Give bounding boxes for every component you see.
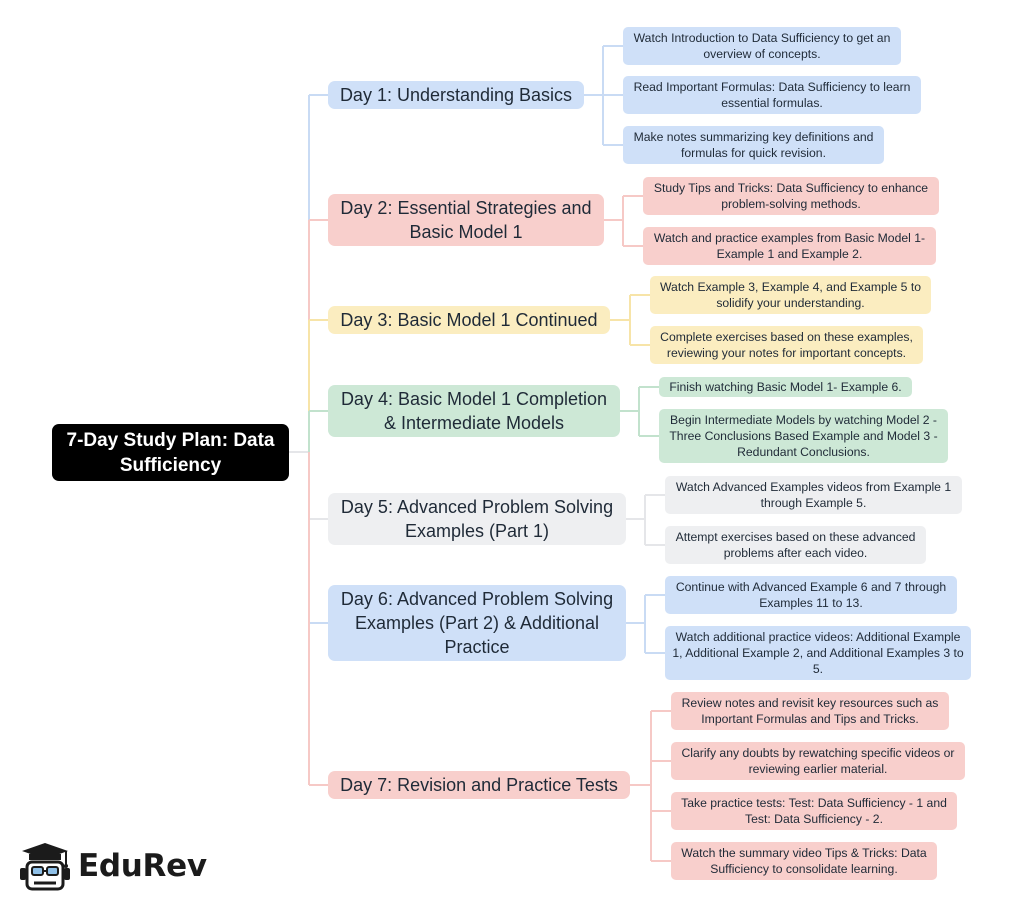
day-5-task-1-text: Watch Advanced Examples videos from Exam… <box>675 480 952 510</box>
day-2-node: Day 2: Essential Strategies and Basic Mo… <box>328 194 604 246</box>
day-3-task-2-text: Complete exercises based on these exampl… <box>660 330 913 360</box>
day-7-task-3: Take practice tests: Test: Data Sufficie… <box>671 792 957 830</box>
day-1-task-1-text: Watch Introduction to Data Sufficiency t… <box>633 31 891 61</box>
day-7-node: Day 7: Revision and Practice Tests <box>328 771 630 799</box>
day-4-task-2: Begin Intermediate Models by watching Mo… <box>659 409 948 463</box>
day-5-task-2: Attempt exercises based on these advance… <box>665 526 926 564</box>
day-6-task-2: Watch additional practice videos: Additi… <box>665 626 971 680</box>
day-7-task-1-text: Review notes and revisit key resources s… <box>681 696 939 726</box>
day-1-task-3: Make notes summarizing key definitions a… <box>623 126 884 164</box>
day-5-task-1: Watch Advanced Examples videos from Exam… <box>665 476 962 514</box>
day-6-task-1-text: Continue with Advanced Example 6 and 7 t… <box>675 580 947 610</box>
graduation-cap-logo-icon <box>20 843 70 891</box>
day-6-task-2-text: Watch additional practice videos: Additi… <box>672 630 964 676</box>
day-4-title: Day 4: Basic Model 1 Completion & Interm… <box>340 389 608 433</box>
day-1-task-1: Watch Introduction to Data Sufficiency t… <box>623 27 901 65</box>
day-6-task-1: Continue with Advanced Example 6 and 7 t… <box>665 576 957 614</box>
day-7-task-2-text: Clarify any doubts by rewatching specifi… <box>681 746 955 776</box>
day-4-task-1-text: Finish watching Basic Model 1- Example 6… <box>669 380 902 394</box>
day-2-title: Day 2: Essential Strategies and Basic Mo… <box>340 198 592 242</box>
day-5-title: Day 5: Advanced Problem Solving Examples… <box>340 497 614 541</box>
day-2-task-1-text: Study Tips and Tricks: Data Sufficiency … <box>653 181 929 211</box>
day-3-task-2: Complete exercises based on these exampl… <box>650 326 923 364</box>
day-5-task-2-text: Attempt exercises based on these advance… <box>675 530 916 560</box>
day-2-task-2-text: Watch and practice examples from Basic M… <box>653 231 926 261</box>
day-3-task-1: Watch Example 3, Example 4, and Example … <box>650 276 931 314</box>
day-2-task-2: Watch and practice examples from Basic M… <box>643 227 936 265</box>
day-6-node: Day 6: Advanced Problem Solving Examples… <box>328 585 626 661</box>
day-1-title: Day 1: Understanding Basics <box>339 85 573 105</box>
day-4-node: Day 4: Basic Model 1 Completion & Interm… <box>328 385 620 437</box>
day-6-title: Day 6: Advanced Problem Solving Examples… <box>340 589 614 657</box>
day-7-task-4: Watch the summary video Tips & Tricks: D… <box>671 842 937 880</box>
day-3-node: Day 3: Basic Model 1 Continued <box>328 306 610 334</box>
day-1-task-2: Read Important Formulas: Data Sufficienc… <box>623 76 921 114</box>
day-3-task-1-text: Watch Example 3, Example 4, and Example … <box>659 280 922 310</box>
day-1-task-2-text: Read Important Formulas: Data Sufficienc… <box>633 80 911 110</box>
day-4-task-1: Finish watching Basic Model 1- Example 6… <box>659 377 912 397</box>
brand-name: EduRev <box>78 848 207 884</box>
day-4-task-2-text: Begin Intermediate Models by watching Mo… <box>669 413 938 459</box>
day-3-title: Day 3: Basic Model 1 Continued <box>340 310 598 330</box>
root-node: 7-Day Study Plan: Data Sufficiency <box>52 424 289 481</box>
day-1-task-3-text: Make notes summarizing key definitions a… <box>633 130 874 160</box>
day-5-node: Day 5: Advanced Problem Solving Examples… <box>328 493 626 545</box>
day-7-task-2: Clarify any doubts by rewatching specifi… <box>671 742 965 780</box>
day-7-task-3-text: Take practice tests: Test: Data Sufficie… <box>681 796 947 826</box>
day-7-title: Day 7: Revision and Practice Tests <box>340 775 618 795</box>
day-2-task-1: Study Tips and Tricks: Data Sufficiency … <box>643 177 939 215</box>
day-1-node: Day 1: Understanding Basics <box>328 81 584 109</box>
edurev-logo: EduRev <box>18 838 208 894</box>
day-7-task-1: Review notes and revisit key resources s… <box>671 692 949 730</box>
root-title: 7-Day Study Plan: Data Sufficiency <box>66 429 275 476</box>
day-7-task-4-text: Watch the summary video Tips & Tricks: D… <box>681 846 927 876</box>
